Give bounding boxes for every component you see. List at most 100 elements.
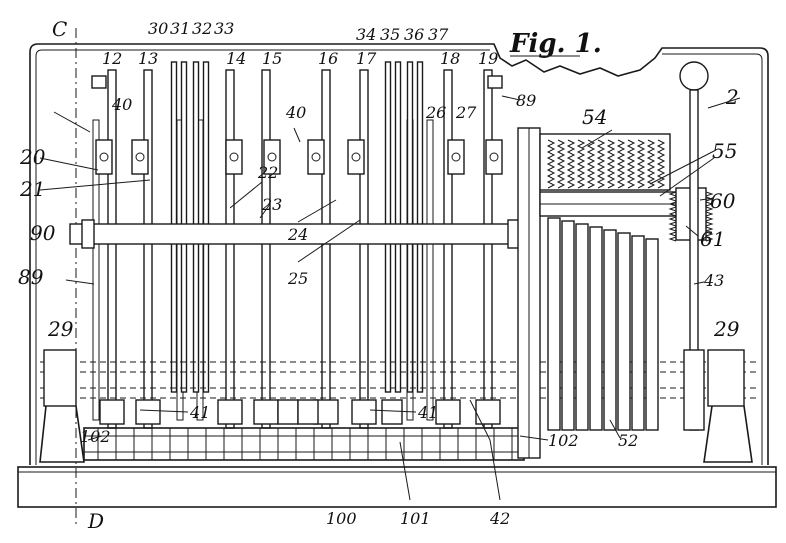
- slat: [617, 232, 631, 431]
- slat: [547, 217, 561, 431]
- ref-label-16: 16: [318, 49, 338, 68]
- clamp-block: [307, 139, 325, 175]
- bearing-left: [39, 349, 85, 463]
- ref-label-102: 102: [548, 431, 579, 450]
- section-mark-c: C: [52, 17, 67, 41]
- key-foot: [351, 399, 377, 425]
- key-foot: [99, 399, 125, 425]
- slat: [645, 238, 659, 431]
- ref-label-20: 20: [19, 145, 46, 169]
- clamp-block: [447, 139, 465, 175]
- leader-lines: [39, 95, 741, 501]
- key-foot: [217, 399, 243, 425]
- clamp-block: [347, 139, 365, 175]
- key-foot: [475, 399, 501, 425]
- slat: [575, 223, 589, 431]
- ref-label-41: 41: [189, 403, 210, 422]
- key-bar: [225, 69, 235, 429]
- ref-label-40: 40: [285, 103, 306, 122]
- ref-label-54: 54: [582, 105, 607, 129]
- key-foot: [253, 399, 279, 425]
- ref-label-18: 18: [440, 49, 460, 68]
- ref-label-60: 60: [710, 189, 736, 213]
- ref-label-2: 2: [725, 85, 739, 109]
- clamp-bolt: [135, 152, 145, 162]
- clamp-bolt: [99, 152, 109, 162]
- ref-label-100: 100: [326, 509, 357, 528]
- ref-label-33: 33: [214, 19, 234, 38]
- clamp-block: [95, 139, 113, 175]
- clamp-bolt: [451, 152, 461, 162]
- figure-title-group: Fig. 1.: [509, 29, 602, 59]
- bottom-grate: [83, 427, 525, 461]
- clamp-bolt: [267, 152, 277, 162]
- guide-pillar: [426, 119, 434, 421]
- ref-label-23: 23: [261, 195, 282, 214]
- ref-label-37: 37: [428, 25, 449, 44]
- clamp-bolt: [489, 152, 499, 162]
- ref-label-12: 12: [102, 49, 122, 68]
- clamp-bolt: [311, 152, 321, 162]
- ref-label-30: 30: [148, 19, 168, 38]
- clamp-block: [485, 139, 503, 175]
- ref-label-89: 89: [516, 91, 536, 110]
- ref-label-34: 34: [356, 25, 376, 44]
- clamp-blocks: [95, 139, 503, 175]
- clamp-bolt: [229, 152, 239, 162]
- ref-label-55: 55: [712, 139, 737, 163]
- slat: [631, 235, 645, 431]
- ref-label-29: 29: [713, 317, 740, 341]
- clamp-block: [263, 139, 281, 175]
- ref-label-24: 24: [287, 225, 308, 244]
- guide-pillar: [92, 119, 100, 421]
- ref-label-29: 29: [47, 317, 74, 341]
- ref-label-15: 15: [262, 49, 282, 68]
- key-bar: [321, 69, 331, 429]
- housing: [29, 43, 769, 465]
- ref-label-40: 40: [111, 95, 132, 114]
- ref-label-43: 43: [703, 271, 724, 290]
- ref-label-89: 89: [18, 265, 44, 289]
- ref-label-13: 13: [138, 49, 158, 68]
- ref-label-61: 61: [700, 227, 725, 251]
- ref-label-31: 31: [170, 19, 190, 38]
- key-bar: [107, 69, 117, 429]
- key-bar: [261, 69, 271, 429]
- ref-label-22: 22: [257, 163, 278, 182]
- key-bar: [359, 69, 369, 429]
- key-foot: [297, 399, 319, 425]
- ref-label-101: 101: [400, 509, 431, 528]
- ref-label-26: 26: [425, 103, 446, 122]
- key-foot: [381, 399, 403, 425]
- ref-label-41: 41: [417, 403, 438, 422]
- bearing-right: [703, 349, 753, 463]
- key-bar: [143, 69, 153, 429]
- key-bar: [443, 69, 453, 429]
- ref-label-17: 17: [356, 49, 377, 68]
- slat: [603, 229, 617, 431]
- key-bars: [92, 69, 501, 429]
- ref-label-42: 42: [489, 509, 510, 528]
- ref-label-27: 27: [455, 103, 477, 122]
- spring-box: [539, 133, 671, 191]
- slat: [561, 220, 575, 431]
- right-frame: [517, 127, 541, 459]
- key-foot: [435, 399, 461, 425]
- slat: [589, 226, 603, 431]
- ref-label-35: 35: [380, 25, 400, 44]
- top-caps: [91, 75, 503, 89]
- clamp-block: [131, 139, 149, 175]
- ref-label-90: 90: [30, 221, 56, 245]
- base-plate: [17, 466, 777, 508]
- clamp-bolt: [351, 152, 361, 162]
- ref-label-14: 14: [226, 49, 246, 68]
- clamp-block: [225, 139, 243, 175]
- figure-title: Fig. 1.: [509, 29, 602, 59]
- key-foot: [135, 399, 161, 425]
- ref-label-52: 52: [618, 431, 638, 450]
- key-bar: [483, 69, 493, 429]
- ref-label-19: 19: [478, 49, 498, 68]
- section-mark-d: D: [87, 509, 104, 533]
